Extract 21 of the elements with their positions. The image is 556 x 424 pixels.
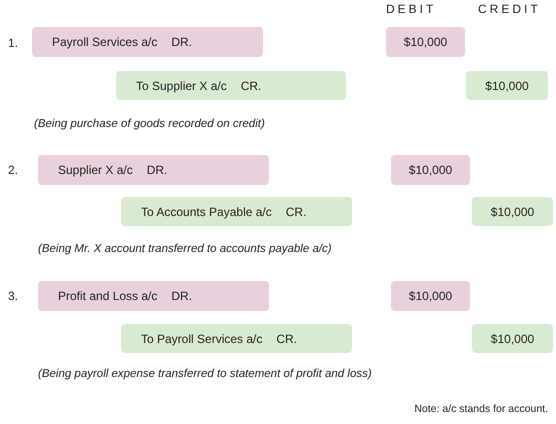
debit-account-box: Payroll Services a/c DR. [32,27,263,57]
credit-amount-box: $10,000 [472,324,553,353]
credit-account-box: To Accounts Payable a/c CR. [121,197,352,226]
credit-amount-box: $10,000 [466,71,548,100]
footnote: Note: a/c stands for account. [414,403,548,415]
narration: (Being purchase of goods recorded on credit) [34,118,265,130]
entry-number: 3. [8,289,18,303]
debit-account-box: Supplier X a/c DR. [38,155,269,185]
debit-amount-box: $10,000 [391,155,470,185]
debit-account-box: Profit and Loss a/c DR. [38,281,269,311]
narration: (Being Mr. X account transferred to accounts payable a/c) [38,243,332,255]
debit-amount-box: $10,000 [391,281,470,311]
credit-account-box: To Payroll Services a/c CR. [121,324,352,353]
credit-account-box: To Supplier X a/c CR. [116,71,346,100]
narration: (Being payroll expense transferred to statement of profit and loss) [38,368,372,380]
entry-number: 1. [8,36,18,50]
column-heading: DEBIT [386,2,436,16]
credit-amount-box: $10,000 [472,197,553,226]
debit-amount-box: $10,000 [386,27,465,57]
column-heading: CREDIT [478,2,541,16]
entry-number: 2. [8,163,18,177]
